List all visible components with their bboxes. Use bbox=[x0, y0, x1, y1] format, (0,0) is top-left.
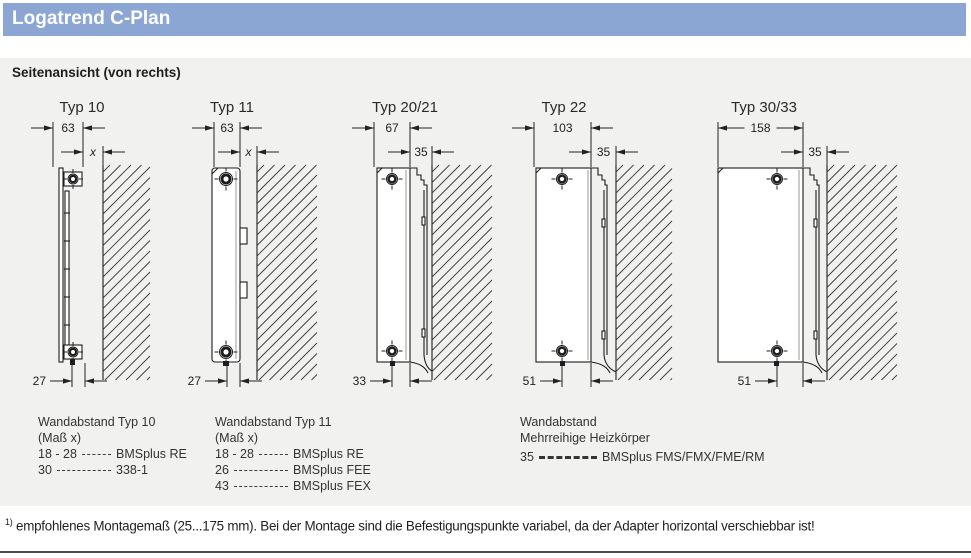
dim-depth: 103 bbox=[512, 121, 613, 167]
legend-label: 338-1 bbox=[116, 463, 148, 477]
dashed-leader bbox=[233, 470, 288, 471]
dim-label-depth: 67 bbox=[385, 121, 399, 135]
wall-hatch bbox=[102, 164, 151, 381]
legend-subtitle: Mehrreihige Heizkörper bbox=[520, 431, 650, 445]
wall-hatch bbox=[615, 164, 673, 381]
diagram-typ-22: Typ 22 103 35 51 bbox=[512, 99, 673, 388]
diagram-title: Typ 20/21 bbox=[372, 99, 438, 116]
dim-label-depth: 63 bbox=[61, 121, 75, 135]
bold-dashed-leader bbox=[538, 456, 597, 459]
legend-title: Wandabstand bbox=[520, 415, 597, 429]
pipe-boss-top bbox=[551, 168, 573, 190]
radiator-drawing bbox=[376, 167, 433, 374]
dim-label-bottom: 51 bbox=[523, 374, 537, 388]
diagram-typ-30-33: Typ 30/33 158 35 51 bbox=[717, 99, 898, 388]
wall-hatch bbox=[256, 164, 318, 381]
section-title-bar: Logatrend C-Plan bbox=[3, 3, 966, 36]
dim-bottom: 27 bbox=[188, 363, 262, 388]
drawing-panel: Seitenansicht (von rechts) Typ 10 63 x 2… bbox=[0, 58, 971, 506]
diagram-title: Typ 11 bbox=[210, 99, 254, 116]
pipe-boss-top bbox=[214, 167, 238, 191]
footnote: 1) empfohlenes Montagemaß (25...175 mm).… bbox=[5, 517, 967, 533]
dim-label-depth: 158 bbox=[750, 121, 770, 135]
page-title: Logatrend C-Plan bbox=[12, 8, 171, 29]
dim-depth: 63 bbox=[31, 121, 105, 167]
pipe-boss-top bbox=[63, 169, 83, 189]
radiator-drawing bbox=[58, 167, 83, 365]
wall-hatch bbox=[826, 164, 898, 381]
dim-wall-gap: 35 bbox=[781, 145, 849, 167]
dim-label-bottom: 27 bbox=[33, 374, 47, 388]
legend-row: 43 BMSplus FEX bbox=[215, 478, 393, 494]
bottom-divider bbox=[0, 551, 971, 553]
dim-label-depth: 103 bbox=[552, 121, 572, 135]
legend-label: BMSplus FMS/FMX/FME/RM bbox=[602, 450, 765, 464]
dim-bottom: 51 bbox=[523, 363, 613, 388]
legend-value: 43 bbox=[215, 479, 229, 493]
pipe-boss-bottom bbox=[766, 340, 788, 362]
dashed-leader bbox=[233, 486, 288, 487]
dim-label-bottom: 51 bbox=[738, 374, 752, 388]
legend-row: 35 BMSplus FMS/FMX/FME/RM bbox=[520, 449, 820, 465]
legend-title: Wandabstand Typ 10 bbox=[38, 415, 156, 429]
legend-subtitle: (Maß x) bbox=[215, 431, 259, 445]
legend-value: 30 bbox=[38, 463, 52, 477]
diagram-title: Typ 22 bbox=[541, 99, 586, 116]
radiator-drawing bbox=[717, 167, 828, 374]
legend-value: 18 - 28 bbox=[38, 447, 77, 461]
legend-row: 30 338-1 bbox=[38, 462, 216, 478]
dim-label-bottom: 27 bbox=[188, 374, 202, 388]
dim-label-wall-gap: 35 bbox=[414, 145, 428, 159]
dim-label-depth: 63 bbox=[220, 121, 234, 135]
dim-depth: 67 bbox=[352, 121, 432, 167]
dim-label-wall-gap: x bbox=[245, 145, 253, 159]
dim-bottom: 27 bbox=[33, 363, 107, 388]
dim-wall-gap: 35 bbox=[388, 145, 454, 167]
diagram-typ-10: Typ 10 63 x 27 bbox=[31, 99, 151, 388]
legend-value: 35 bbox=[520, 450, 534, 464]
dim-wall-gap: x bbox=[218, 145, 279, 167]
dashed-leader bbox=[258, 454, 288, 455]
dim-depth: 63 bbox=[192, 121, 262, 167]
dim-bottom: 33 bbox=[353, 363, 432, 388]
panel-heading: Seitenansicht (von rechts) bbox=[12, 65, 181, 80]
legend-subtitle: (Maß x) bbox=[38, 431, 82, 445]
dim-wall-gap: x bbox=[61, 145, 125, 167]
legend-title: Wandabstand Typ 11 bbox=[215, 415, 332, 429]
dashed-leader bbox=[56, 470, 111, 471]
wall-hatch bbox=[431, 164, 493, 381]
legend-label: BMSplus RE bbox=[293, 447, 364, 461]
legend-label: BMSplus FEE bbox=[293, 463, 371, 477]
dim-depth: 158 bbox=[717, 121, 804, 167]
legend-row: 18 - 28 BMSplus RE bbox=[38, 446, 216, 462]
diagram-title: Typ 10 bbox=[59, 99, 104, 116]
legend-value: 26 bbox=[215, 463, 229, 477]
legend-multirow: Wandabstand Mehrreihige Heizkörper 35 BM… bbox=[520, 414, 820, 465]
dashed-leader bbox=[81, 454, 111, 455]
radiator-drawing bbox=[535, 167, 617, 374]
pipe-boss-top bbox=[766, 168, 788, 190]
pipe-boss-top bbox=[381, 168, 403, 190]
diagram-typ-20-21: Typ 20/21 67 35 33 bbox=[352, 99, 493, 388]
pipe-boss-bottom bbox=[381, 340, 403, 362]
footnote-text: empfohlenes Montagemaß (25...175 mm). Be… bbox=[16, 518, 815, 534]
dim-bottom: 51 bbox=[738, 363, 825, 388]
dim-label-bottom: 33 bbox=[353, 374, 367, 388]
legend-row: 26 BMSplus FEE bbox=[215, 462, 393, 478]
pipe-boss-bottom bbox=[551, 340, 573, 362]
dim-label-wall-gap: 35 bbox=[597, 145, 611, 159]
footnote-marker: 1) bbox=[5, 517, 13, 527]
legend-typ11: Wandabstand Typ 11 (Maß x) 18 - 28 BMSpl… bbox=[215, 414, 393, 494]
legend-label: BMSplus RE bbox=[116, 447, 187, 461]
legend-value: 18 - 28 bbox=[215, 447, 254, 461]
dim-label-wall-gap: 35 bbox=[808, 145, 822, 159]
diagram-title: Typ 30/33 bbox=[731, 99, 797, 116]
legend-row: 18 - 28 BMSplus RE bbox=[215, 446, 393, 462]
dim-label-wall-gap: x bbox=[89, 145, 97, 159]
diagram-typ-11: Typ 11 63 x 27 bbox=[188, 99, 318, 388]
legend-typ10: Wandabstand Typ 10 (Maß x) 18 - 28 BMSpl… bbox=[38, 414, 216, 478]
legend-label: BMSplus FEX bbox=[293, 479, 371, 493]
radiator-drawing bbox=[211, 167, 248, 366]
dim-wall-gap: 35 bbox=[569, 145, 638, 167]
